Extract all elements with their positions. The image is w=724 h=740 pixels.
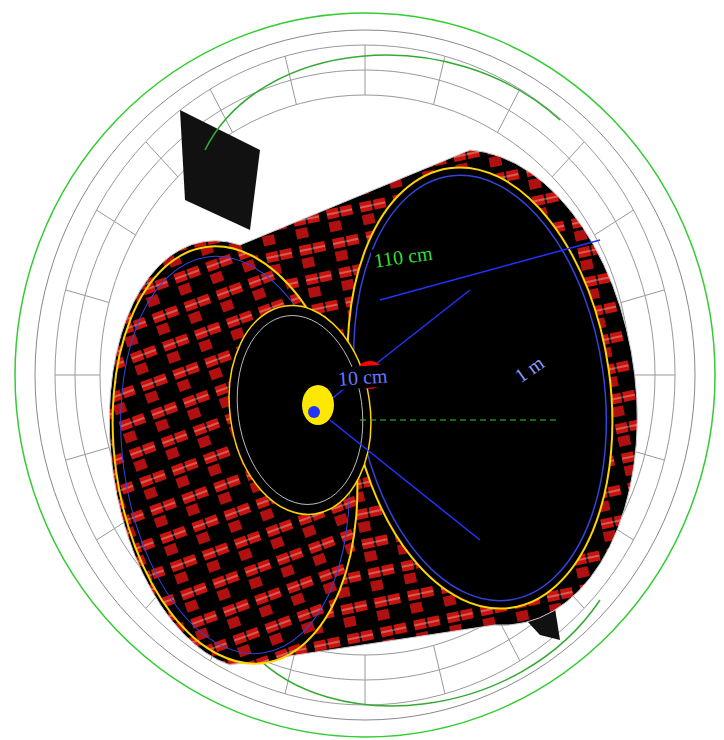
- dimension-label: 10 cm: [335, 364, 390, 390]
